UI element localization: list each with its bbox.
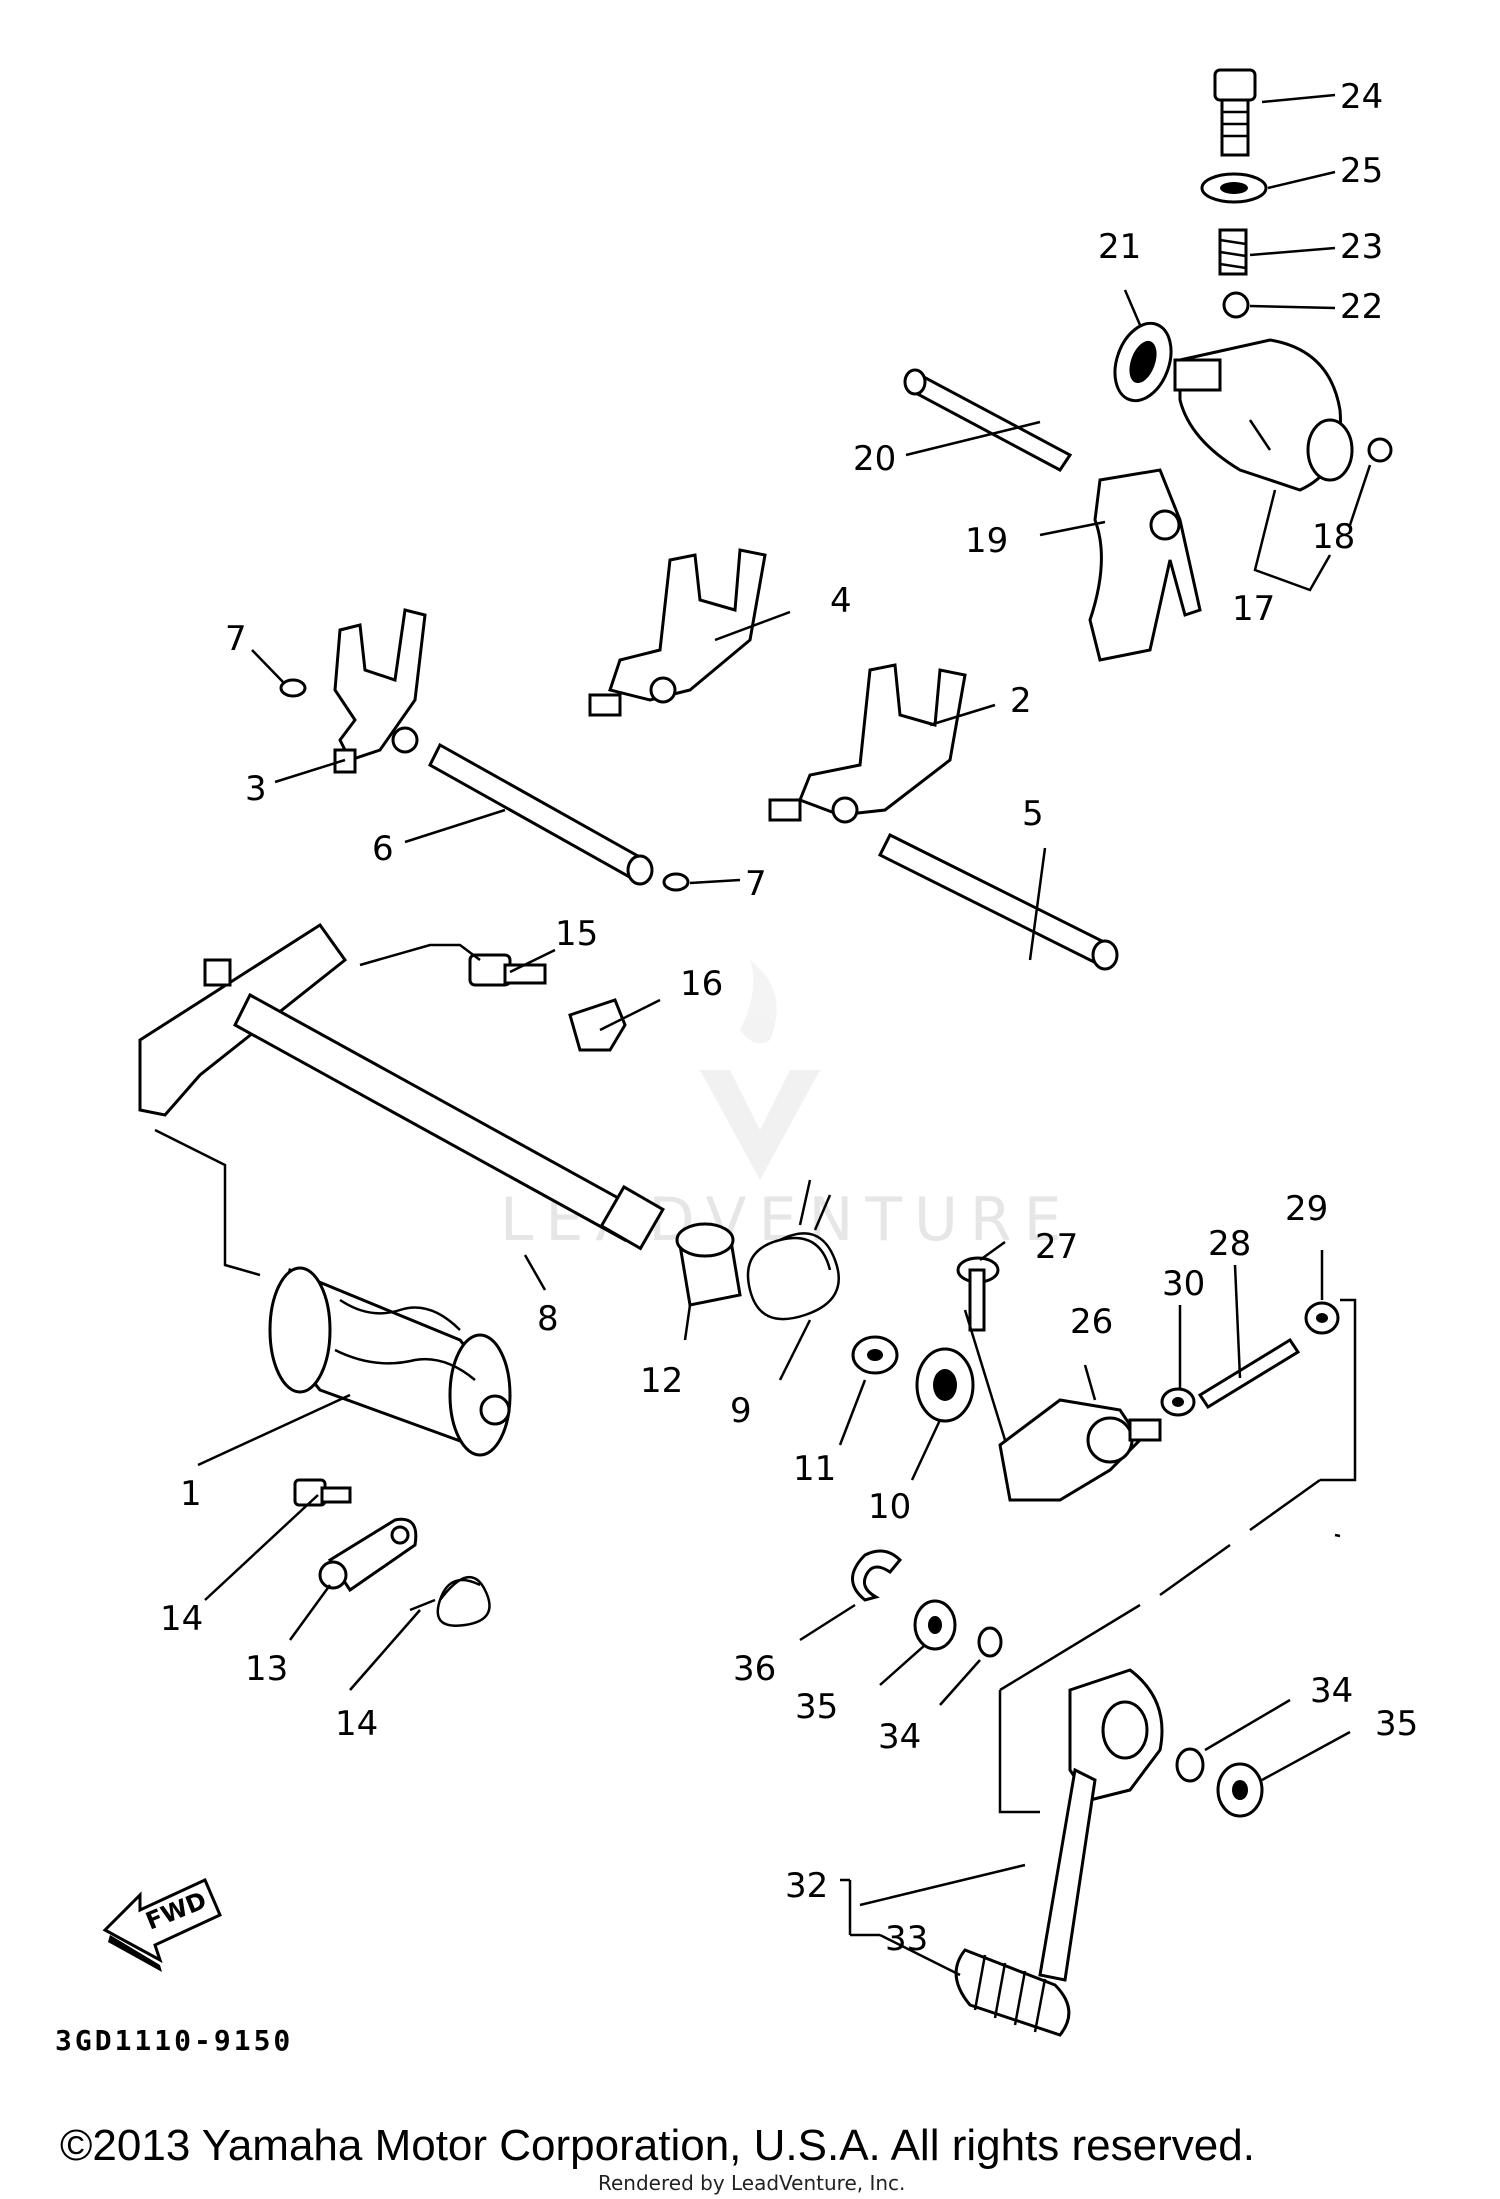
part-25-bolt	[1213, 68, 1257, 157]
label-5: 5	[1022, 794, 1044, 834]
label-21: 20	[853, 439, 896, 479]
part-29-rod	[1197, 1337, 1301, 1410]
label-9: 9	[730, 1391, 752, 1431]
part-2-shift-fork	[768, 663, 967, 824]
label-31: 30	[1162, 1264, 1205, 1304]
label-22: 21	[1098, 227, 1141, 267]
label-20: 19	[965, 521, 1008, 561]
label-33: 33	[885, 1919, 928, 1959]
label-4: 4	[830, 581, 852, 621]
part-12-collar	[675, 1222, 742, 1307]
label-3: 3	[245, 769, 267, 809]
part-35-washer-right	[1216, 1762, 1264, 1818]
part-32-shift-pedal	[1038, 1668, 1164, 1982]
part-34-o-ring-left	[977, 1626, 1003, 1658]
copyright-notice: ©2013 Yamaha Motor Corporation, U.S.A. A…	[60, 2121, 1255, 2170]
part-11-washer	[851, 1335, 899, 1375]
label-34-left: 34	[878, 1717, 921, 1757]
part-35-washer-left	[913, 1599, 957, 1651]
part-23-ball	[1222, 291, 1250, 319]
label-19: 18	[1312, 517, 1355, 557]
part-13-stopper-lever	[318, 1517, 418, 1593]
part-18-segment	[1173, 338, 1354, 492]
part-33-pedal-rubber	[954, 1948, 1071, 2037]
diagram-code: 3GD1110-9150	[55, 2024, 293, 2057]
label-29: 28	[1208, 1224, 1251, 1264]
label-25: 24	[1340, 77, 1383, 117]
part-15-bolt	[293, 1478, 352, 1507]
part-34-o-ring-right	[1175, 1747, 1205, 1783]
label-16: 15	[555, 914, 598, 954]
label-11: 11	[793, 1449, 836, 1489]
part-3-shift-fork	[333, 608, 427, 774]
rendered-by: Rendered by LeadVenture, Inc.	[598, 2171, 905, 2195]
label-15: 14	[160, 1599, 203, 1639]
part-9-torsion-spring	[746, 1179, 840, 1321]
label-35-right: 35	[1375, 1704, 1418, 1744]
label-30: 29	[1285, 1189, 1328, 1229]
label-7-lower: 7	[745, 864, 767, 904]
part-8-shift-shaft	[138, 922, 665, 1251]
label-10: 10	[868, 1487, 911, 1527]
label-28: 27	[1035, 1227, 1078, 1267]
part-7-circlip-lower	[662, 872, 690, 892]
label-27: 26	[1070, 1302, 1113, 1342]
part-22-oil-seal	[1113, 321, 1173, 403]
part-10-oil-seal	[915, 1347, 975, 1423]
part-5-shaft	[877, 832, 1119, 971]
part-28-bolt	[956, 1256, 1000, 1332]
label-18: 17	[1232, 589, 1275, 629]
part-7-circlip-upper	[279, 678, 307, 698]
part-20-shift-fork	[1088, 468, 1202, 662]
label-36: 36	[733, 1649, 776, 1689]
label-13: 13	[245, 1649, 288, 1689]
label-1: 1	[180, 1474, 202, 1514]
leader-lines	[154, 93, 1372, 1977]
part-14-torsion-spring	[409, 1575, 491, 1627]
part-24-spring	[1218, 228, 1248, 276]
label-35-left: 35	[795, 1687, 838, 1727]
part-26-washer	[1200, 172, 1268, 204]
label-12: 12	[640, 1361, 683, 1401]
label-23: 22	[1340, 287, 1383, 327]
part-4-shift-fork	[588, 548, 767, 717]
part-27-shift-arm	[998, 1398, 1162, 1502]
label-2: 2	[1010, 681, 1032, 721]
label-8: 8	[537, 1299, 559, 1339]
fwd-arrow-icon: FWD	[102, 1877, 222, 1972]
watermark-logo	[700, 960, 820, 1180]
part-36-circlip	[851, 1549, 903, 1602]
label-7-upper: 7	[225, 619, 247, 659]
label-24: 23	[1340, 227, 1383, 267]
part-30-nut	[1304, 1301, 1340, 1335]
label-26: 25	[1340, 151, 1383, 191]
part-1-shift-drum	[268, 1266, 512, 1457]
part-21-shaft	[903, 368, 1073, 472]
label-32: 32	[785, 1866, 828, 1906]
label-34-right: 34	[1310, 1671, 1353, 1711]
label-17: 16	[680, 964, 723, 1004]
label-6: 6	[372, 829, 394, 869]
part-19-screw	[1367, 437, 1393, 463]
part-31-nut	[1160, 1387, 1196, 1417]
part-6-shaft	[428, 742, 654, 886]
part-17-lock-washer	[568, 998, 627, 1052]
label-14-visible: 14	[335, 1704, 378, 1744]
